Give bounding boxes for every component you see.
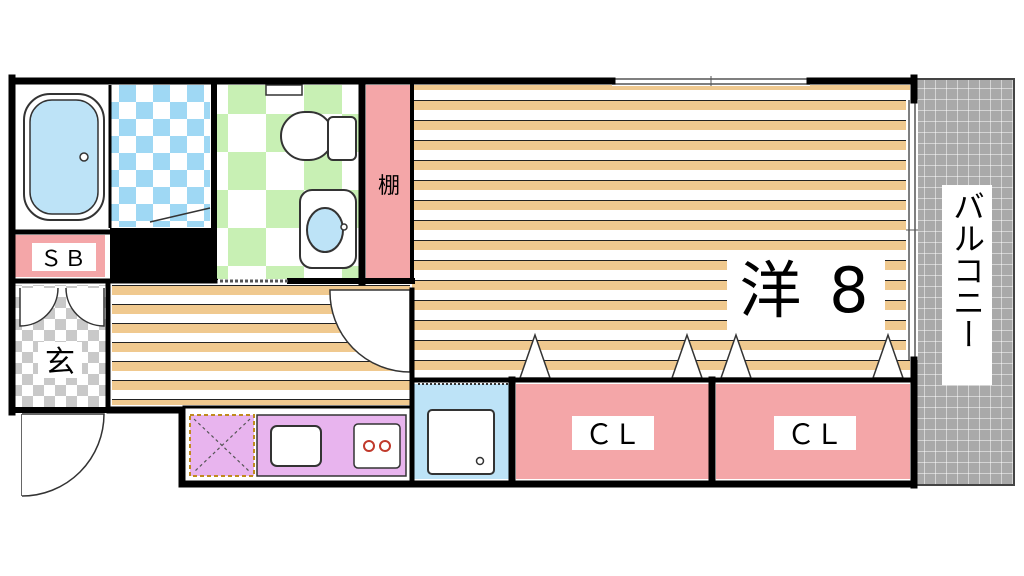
entrance: 玄: [15, 285, 107, 410]
balcony-label: バルコニー: [948, 190, 986, 350]
kitchen-floor: [112, 285, 411, 405]
entrance-door: [21, 413, 105, 497]
shelf-label: 棚: [378, 174, 400, 199]
closet-1: ＣＬ: [516, 332, 710, 479]
laundry-area: [414, 383, 512, 479]
western-room: 洋 8: [412, 85, 910, 381]
washroom: [217, 84, 360, 279]
closet-2-label: ＣＬ: [787, 418, 843, 451]
shoe-box-label: ＳＢ: [40, 247, 88, 272]
closet-1-label: ＣＬ: [585, 418, 641, 451]
bathroom: [15, 85, 218, 280]
entrance-label: 玄: [45, 345, 75, 380]
window-top: [612, 76, 810, 86]
kitchen-counter: [186, 412, 408, 480]
walls: [8, 74, 918, 489]
balcony-door: [906, 100, 918, 360]
shoe-box: ＳＢ: [15, 235, 105, 277]
western-room-label: 洋 8: [739, 254, 872, 327]
balcony: バルコニー: [911, 78, 1015, 486]
shelf: 棚: [366, 85, 412, 279]
